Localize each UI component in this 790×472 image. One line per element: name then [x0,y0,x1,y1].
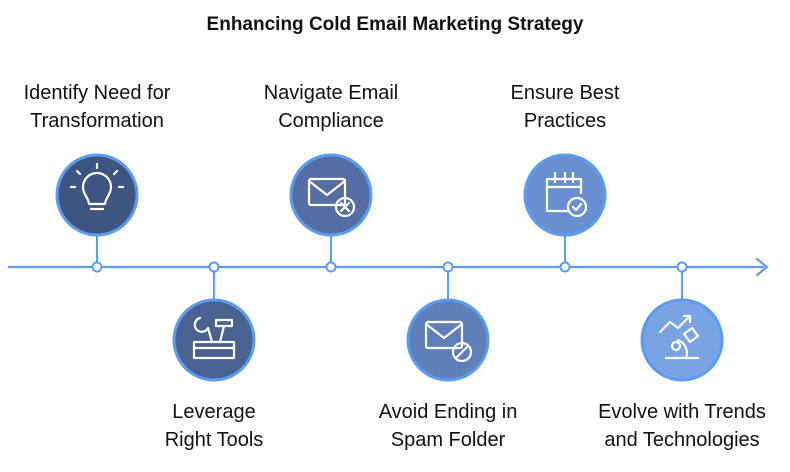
lightbulb-icon [69,162,125,211]
step-label-line: Ensure Best [510,82,620,104]
step-label: Evolve with Trends and Technologies [562,398,790,454]
email-cancel-icon [307,177,356,218]
timeline-step [55,153,139,273]
step-icon-circle [289,153,373,237]
timeline-step [523,153,607,273]
timeline-node [325,261,337,273]
step-icon-circle [523,153,607,237]
page-title: Enhancing Cold Email Marketing Strategy [206,14,584,35]
step-label-line: Compliance [278,110,384,132]
timeline-arrowhead [755,257,769,277]
step-icon-circle [640,298,724,382]
step-label-line: Evolve with Trends [598,401,766,423]
timeline-node [676,261,688,273]
timeline-node [91,261,103,273]
timeline-node [208,261,220,273]
step-label-line: Right Tools [164,429,264,451]
step-label-line: Avoid Ending in [378,401,518,423]
step-icon-circle [172,298,256,382]
email-blocked-icon [424,320,473,363]
timeline-step [172,261,256,382]
calendar-check-icon [545,171,588,218]
timeline-step [289,153,373,273]
tools-icon [192,316,236,360]
step-label-line: Navigate Email [263,82,399,104]
timeline-step [640,261,724,382]
step-label-line: Identify Need for [23,82,171,104]
step-label-line: and Technologies [604,429,760,451]
timeline-node [442,261,454,273]
step-label-line: Leverage [172,401,256,423]
step-icon-circle [55,153,139,237]
timeline-step [406,261,490,382]
timeline-node [559,261,571,273]
step-label-line: Transformation [30,110,164,132]
step-label-line: Practices [523,110,607,132]
microscope-trend-icon [658,314,700,360]
step-label: Avoid Ending in Spam Folder [328,398,568,454]
step-label-line: Spam Folder [390,429,506,451]
step-icon-circle [406,298,490,382]
